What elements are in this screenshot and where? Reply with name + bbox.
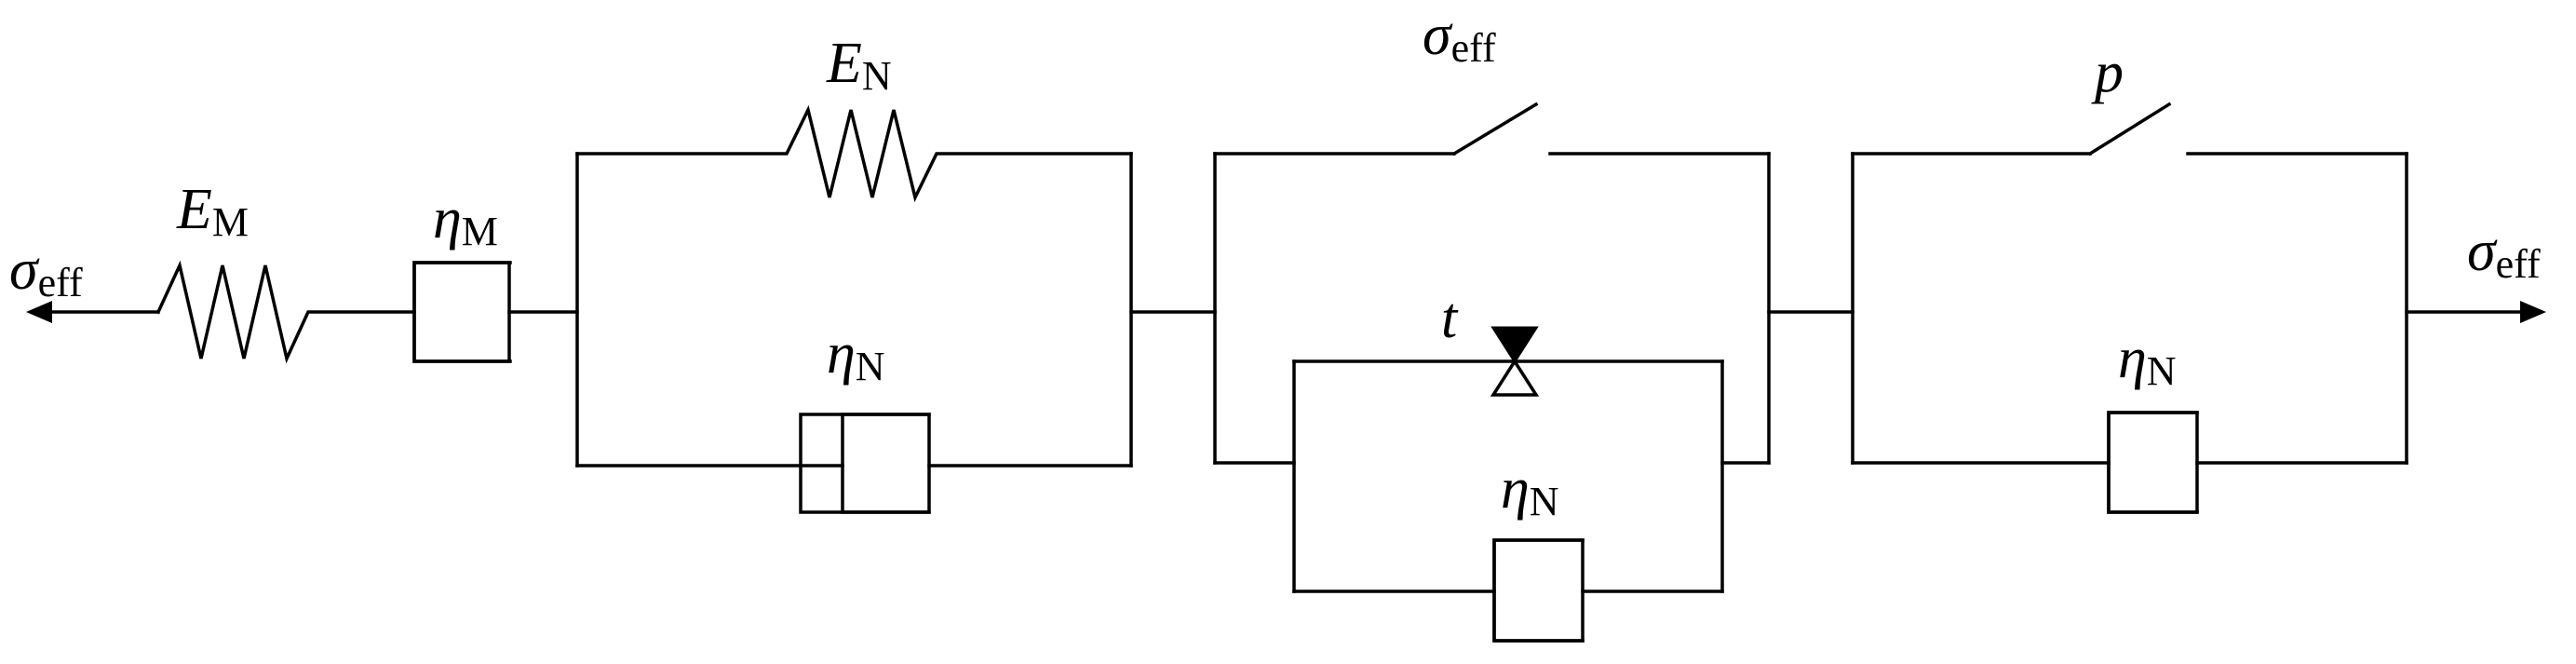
stress-switch [1213,102,1771,156]
maxwell-spring [155,260,416,364]
pressure-switch [1851,102,2408,156]
right-dashpot-label: ηN [2118,327,2177,394]
time-valve-icon [1490,326,1540,397]
maxwell-dashpot-label: ηM [433,187,498,254]
inner-dashpot-label: ηN [1501,457,1559,524]
pressure-switch-element [1851,102,2408,514]
time-valve-branch [1292,326,1724,593]
kelvin-element [575,104,1217,514]
maxwell-dashpot [412,261,579,363]
stress-switch-label: σeff [1423,4,1496,71]
kelvin-dashpot [575,413,1133,514]
time-valve-label: t [1441,287,1459,350]
kelvin-dashpot-label: ηN [827,322,885,389]
maxwell-spring-label: EM [176,178,249,245]
inner-dashpot [1292,538,1724,643]
kelvin-spring [575,104,1133,203]
stress-switch-element [1213,102,1854,643]
left-stress-label: σeff [9,238,83,305]
right-stress-arrow [2405,301,2546,323]
right-dashpot [1851,411,2408,514]
kelvin-spring-label: EN [826,32,892,99]
pressure-switch-label: p [2091,41,2124,104]
left-stress-arrow [26,301,160,323]
right-stress-label: σeff [2467,220,2541,287]
